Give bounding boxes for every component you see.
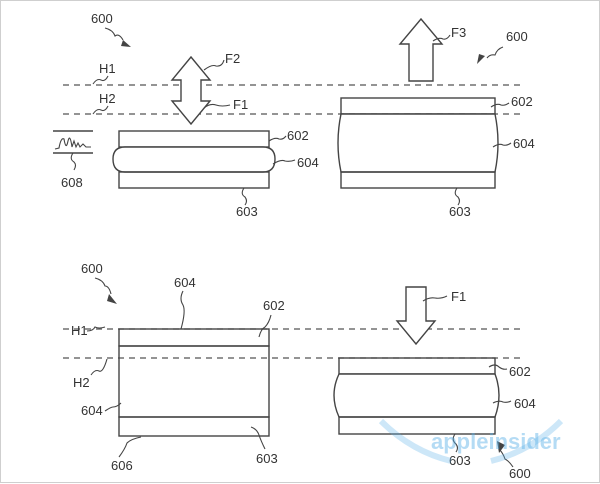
leader (268, 135, 287, 142)
label-603: 603 (449, 453, 471, 468)
leader (250, 426, 266, 450)
leader (203, 59, 225, 71)
label-f2: F2 (225, 51, 240, 66)
label-603: 603 (256, 451, 278, 466)
panel-top-left: 600 H1 H2 F2 F1 602 604 603 608 (53, 11, 319, 219)
arrowhead-icon (497, 441, 505, 453)
up-arrow-icon (398, 17, 444, 82)
label-f1: F1 (233, 97, 248, 112)
layer-603 (118, 171, 270, 189)
label-602: 602 (509, 364, 531, 379)
layer-602 (118, 328, 270, 347)
leader (70, 152, 77, 171)
ref-600: 600 (81, 261, 103, 276)
leader (258, 314, 272, 338)
leader (118, 436, 142, 458)
arrowhead-icon (121, 40, 131, 47)
layer-604 (118, 345, 270, 418)
leader (452, 433, 459, 453)
watermark: appleinsider (378, 418, 564, 464)
label-602: 602 (263, 298, 285, 313)
layer-602 (338, 357, 496, 375)
arrowhead-icon (107, 294, 117, 304)
label-608: 608 (61, 175, 83, 190)
label-602: 602 (511, 94, 533, 109)
panel-bottom-right: F1 602 604 603 600 (333, 286, 536, 481)
label-604: 604 (514, 396, 536, 411)
leader (92, 105, 109, 115)
ref-600: 600 (509, 466, 531, 481)
label-h2: H2 (99, 91, 116, 106)
leader (90, 358, 108, 376)
leader (492, 142, 512, 148)
panel-bottom-left: 600 604 602 H1 H2 604 606 603 (71, 261, 285, 473)
leader (454, 187, 461, 206)
layer-603 (118, 416, 270, 437)
layer-604 (333, 373, 500, 418)
leader (203, 103, 231, 109)
label-h1: H1 (99, 61, 116, 76)
layer-603 (338, 416, 496, 435)
layer-603 (340, 171, 496, 189)
leader (422, 295, 448, 302)
leader (180, 290, 185, 330)
arrowhead-icon (477, 54, 485, 64)
leader (272, 159, 296, 165)
leader (104, 402, 122, 412)
leader (492, 400, 512, 404)
leader (498, 448, 514, 468)
layer-602 (340, 97, 496, 115)
label-606: 606 (111, 458, 133, 473)
panel-top-right: F3 600 602 604 603 (337, 17, 535, 219)
leader (488, 364, 508, 370)
leader (490, 102, 510, 108)
layer-604 (112, 146, 276, 173)
ref-600: 600 (506, 29, 528, 44)
label-604: 604 (297, 155, 319, 170)
leader (92, 75, 109, 85)
leader (94, 277, 112, 295)
leader (86, 326, 106, 332)
leader (104, 27, 124, 41)
label-f3: F3 (451, 25, 466, 40)
double-arrow-icon (170, 55, 212, 126)
label-604: 604 (81, 403, 103, 418)
down-arrow-icon (395, 286, 437, 346)
layer-604 (337, 113, 499, 173)
watermark-logo: appleinsider (431, 429, 561, 454)
label-f1: F1 (451, 289, 466, 304)
label-h1: H1 (71, 323, 88, 338)
label-604: 604 (513, 136, 535, 151)
waveform-icon (54, 137, 91, 150)
watermark-wings-icon (378, 418, 564, 464)
leader (432, 34, 451, 42)
leader (486, 46, 504, 59)
ref-600: 600 (91, 11, 113, 26)
label-603: 603 (449, 204, 471, 219)
leader (241, 187, 248, 206)
layer-602 (118, 130, 270, 148)
label-602: 602 (287, 128, 309, 143)
label-603: 603 (236, 204, 258, 219)
label-604-top: 604 (174, 275, 196, 290)
label-h2: H2 (73, 375, 90, 390)
